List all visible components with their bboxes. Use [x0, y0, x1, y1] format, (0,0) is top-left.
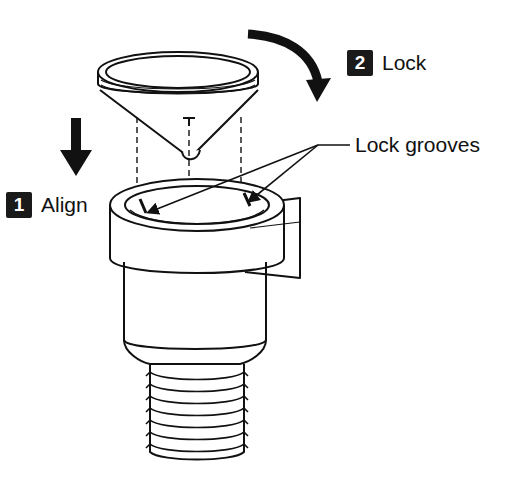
- strainer-cap: [98, 52, 258, 159]
- step-label: Align: [41, 194, 88, 215]
- step-label: Lock: [382, 52, 426, 73]
- part-label: Lock grooves: [355, 134, 480, 155]
- screw-thread: [146, 372, 248, 452]
- drain-body: [110, 179, 300, 460]
- leader-lines: [152, 145, 350, 211]
- callout-number: 1: [6, 192, 32, 218]
- align-arrow: [71, 118, 81, 154]
- callout-number: 2: [347, 50, 373, 76]
